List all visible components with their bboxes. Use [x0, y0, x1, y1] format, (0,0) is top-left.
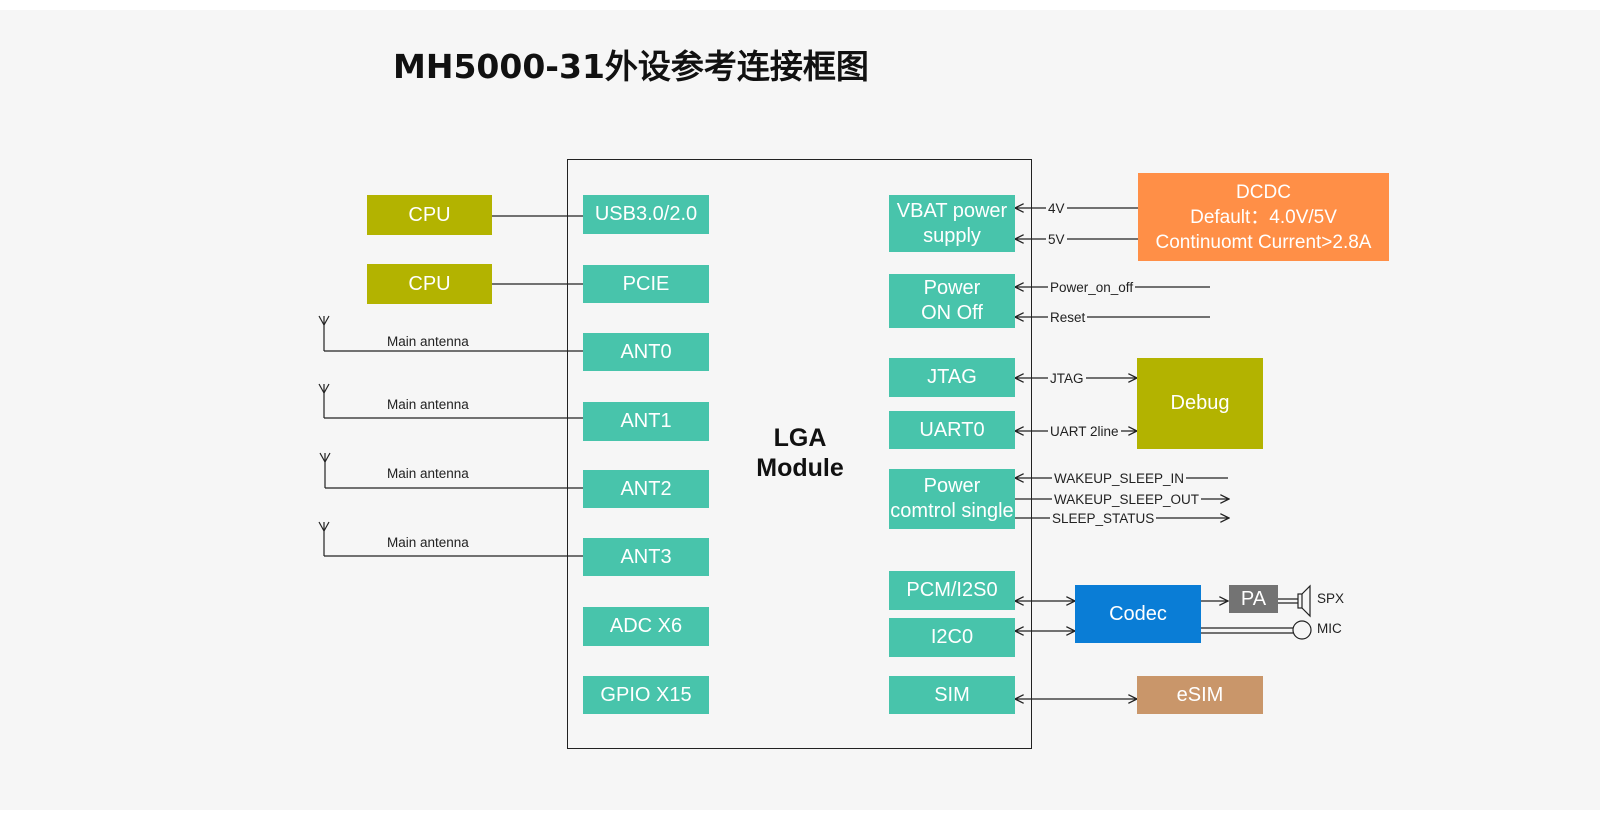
pa-box: PA	[1229, 585, 1278, 613]
mic-label: MIC	[1315, 621, 1344, 636]
antenna-icon	[319, 452, 583, 489]
codec-box: Codec	[1075, 585, 1201, 643]
signal-label-wakeup-in: WAKEUP_SLEEP_IN	[1052, 471, 1187, 486]
vbat-interface: VBAT power supply	[889, 195, 1015, 252]
signal-label-reset: Reset	[1048, 310, 1088, 325]
jtag-interface: JTAG	[889, 358, 1015, 397]
ant0-interface: ANT0	[583, 333, 709, 371]
gpio-interface: GPIO X15	[583, 676, 709, 714]
signal-label-wakeup-out: WAKEUP_SLEEP_OUT	[1052, 492, 1202, 507]
antenna-icon	[318, 383, 583, 419]
power-on-off-interface: Power ON Off	[889, 274, 1015, 328]
speaker-icon	[1297, 584, 1311, 618]
lga-module-label: LGA Module	[730, 423, 870, 483]
cpu-host-box: CPU	[367, 195, 492, 235]
power-control-line1: Power	[923, 475, 981, 497]
power-control-line2: comtrol single	[890, 500, 1014, 522]
antenna-label: Main antenna	[385, 535, 471, 550]
vbat-label-line2: supply	[923, 224, 981, 247]
pcm-interface: PCM/I2S0	[889, 571, 1015, 610]
esim-box: eSIM	[1137, 676, 1263, 714]
adc-interface: ADC X6	[583, 607, 709, 646]
ant1-interface: ANT1	[583, 402, 709, 441]
speaker-label: SPX	[1315, 591, 1347, 606]
ant2-interface: ANT2	[583, 470, 709, 508]
signal-label-5v: 5V	[1046, 232, 1067, 247]
power-label-line1: Power	[923, 277, 981, 299]
microphone-icon	[1292, 620, 1312, 640]
lga-label-line1: LGA	[773, 424, 827, 452]
dcdc-current: Continuomt Current>2.8A	[1155, 231, 1372, 253]
antenna-label: Main antenna	[385, 397, 471, 412]
pcie-interface: PCIE	[583, 265, 709, 303]
debug-box: Debug	[1137, 358, 1263, 449]
page-title: MH5000-31外设参考连接框图	[393, 47, 869, 86]
power-label-line2: ON Off	[921, 302, 983, 324]
dcdc-title: DCDC	[1236, 181, 1291, 203]
signal-label-jtag: JTAG	[1048, 371, 1086, 386]
signal-label-4v: 4V	[1046, 201, 1067, 216]
sim-interface: SIM	[889, 676, 1015, 714]
lga-label-line2: Module	[756, 454, 844, 482]
lga-module-frame	[567, 159, 1032, 749]
dcdc-default: Default：4.0V/5V	[1190, 206, 1337, 228]
antenna-icon	[318, 521, 583, 557]
signal-label-sleep-status: SLEEP_STATUS	[1050, 511, 1157, 526]
antenna-icon	[318, 315, 583, 352]
vbat-label-line1: VBAT power	[896, 199, 1008, 222]
signal-label-uart: UART 2line	[1048, 424, 1121, 439]
antenna-label: Main antenna	[385, 466, 471, 481]
diagram-canvas	[0, 10, 1600, 810]
power-control-interface: Power comtrol single	[889, 469, 1015, 529]
uart-interface: UART0	[889, 411, 1015, 449]
cpu-host-box: CPU	[367, 264, 492, 304]
signal-label-power-on-off: Power_on_off	[1048, 280, 1136, 295]
usb-interface: USB3.0/2.0	[583, 195, 709, 234]
ant3-interface: ANT3	[583, 538, 709, 576]
dcdc-box: DCDC Default：4.0V/5V Continuomt Current>…	[1138, 173, 1389, 261]
i2c-interface: I2C0	[889, 618, 1015, 657]
antenna-label: Main antenna	[385, 334, 471, 349]
